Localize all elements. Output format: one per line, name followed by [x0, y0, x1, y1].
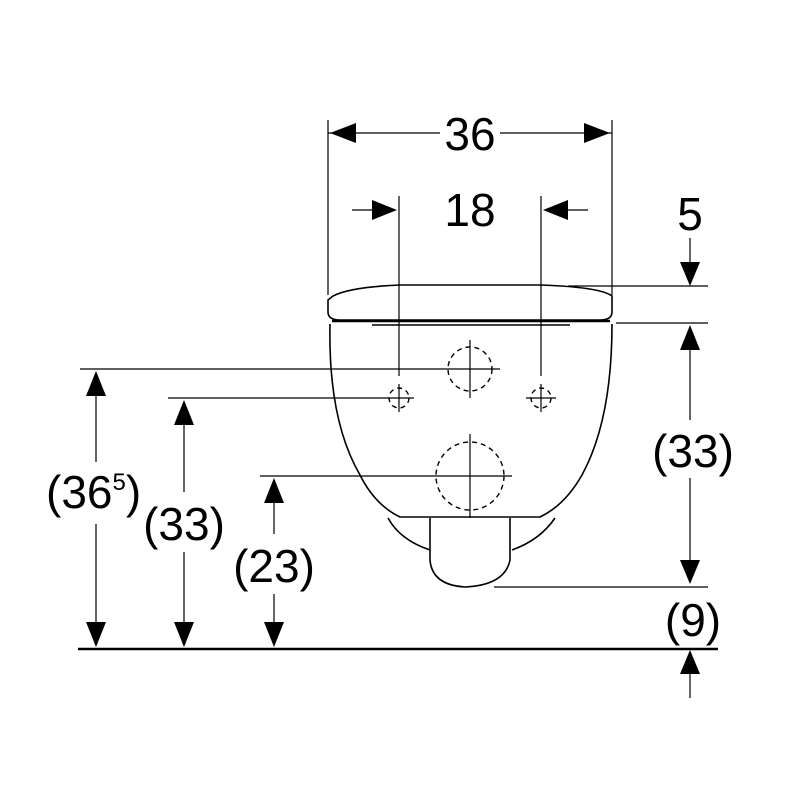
dim-bowl-height-right [494, 350, 708, 588]
dim-overall-width [327, 120, 613, 295]
dim-label-23: (23) [233, 540, 315, 592]
fixing-point-right [526, 384, 556, 412]
dim-label-33-right: (33) [652, 425, 734, 477]
toilet-bowl [329, 323, 613, 588]
outlet-circle [428, 434, 512, 518]
dim-label-5: 5 [677, 188, 703, 240]
dim-label-36-5: (365) [46, 466, 141, 518]
dim-label-9: (9) [665, 594, 721, 646]
dim-seat-offset [568, 238, 708, 350]
dim-label-18: 18 [444, 184, 495, 236]
dim-outlet-height [260, 475, 428, 647]
dim-fixing-height [168, 397, 384, 647]
fixing-point-left [384, 384, 414, 412]
toilet-seat [327, 284, 613, 326]
dim-label-33-left: (33) [143, 498, 225, 550]
upper-connection-circle [436, 340, 500, 398]
dim-pan-clearance [680, 650, 700, 698]
dim-fixing-spacing [352, 196, 588, 376]
dim-label-36: 36 [444, 108, 495, 160]
dim-upper-connection-height [80, 368, 436, 647]
